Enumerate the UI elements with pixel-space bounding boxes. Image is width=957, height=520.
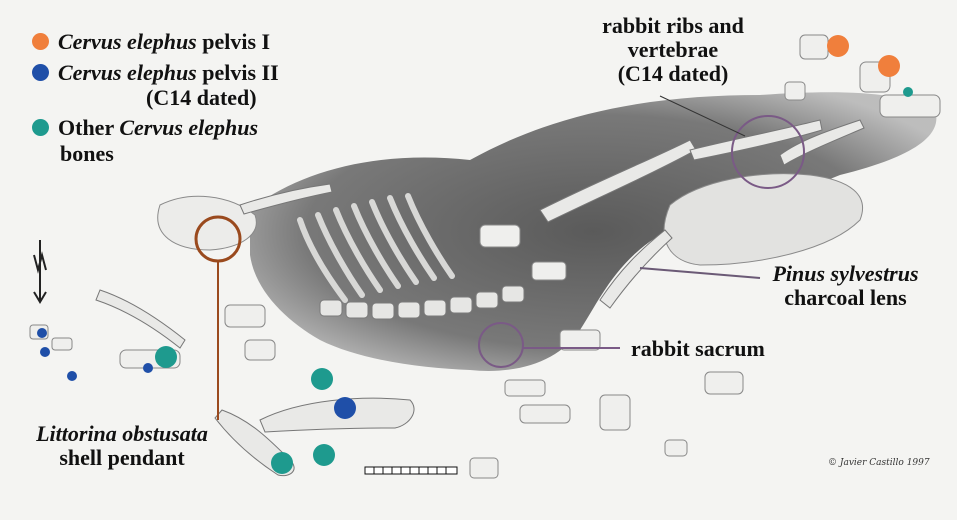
orange-dot-icon: [32, 33, 49, 50]
pinus-leader-line: [640, 268, 760, 278]
teal-marker: [313, 444, 335, 466]
legend-item-pelvis-1: Cervus elephus pelvis I: [32, 30, 270, 54]
blue-marker: [40, 347, 50, 357]
blue-marker: [143, 363, 153, 373]
blue-marker: [334, 397, 356, 419]
teal-marker: [271, 452, 293, 474]
label-rabbit-ribs: rabbit ribs and vertebrae (C14 dated): [583, 14, 763, 86]
orange-marker: [827, 35, 849, 57]
label-pinus-charcoal: Pinus sylvestrus charcoal lens: [758, 262, 933, 310]
teal-marker: [155, 346, 177, 368]
teal-dot-icon: [32, 119, 49, 136]
label-rabbit-sacrum: rabbit sacrum: [631, 337, 765, 361]
legend-item-pelvis-2: Cervus elephus pelvis II: [32, 61, 279, 85]
legend-item-pelvis-2-sub: (C14 dated): [146, 86, 257, 110]
orange-marker: [878, 55, 900, 77]
teal-marker: [311, 368, 333, 390]
legend-item-other-bones-sub: bones: [60, 142, 114, 166]
blue-marker: [67, 371, 77, 381]
blue-marker: [37, 328, 47, 338]
blue-dot-icon: [32, 64, 49, 81]
teal-marker: [903, 87, 913, 97]
legend-item-other-bones: Other Cervus elephus: [32, 116, 258, 140]
scale-bar: [365, 467, 457, 474]
label-littorina-pendant: Littorina obstusata shell pendant: [12, 422, 232, 470]
artist-signature: © Javier Castillo 1997: [828, 458, 930, 468]
north-arrow-icon: [34, 240, 46, 302]
